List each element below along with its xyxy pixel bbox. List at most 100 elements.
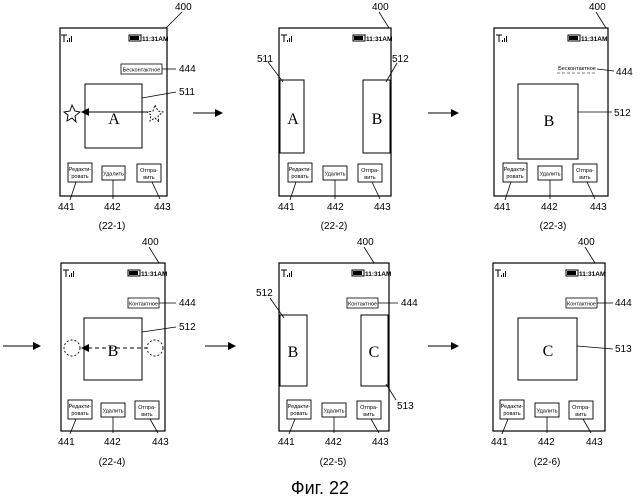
image-letter: C (543, 343, 554, 360)
ref-442: 442 (104, 437, 121, 448)
delete-button-label: Удалить (540, 172, 561, 178)
send-button[interactable]: Отпра- вить (357, 401, 381, 419)
edit-button-label-1: Редакти- (69, 404, 92, 410)
ref-441: 441 (58, 202, 75, 213)
edit-button[interactable]: Редакти- ровать (287, 400, 311, 419)
send-button-label-2: вить (575, 412, 587, 418)
send-button-label-2: вить (364, 175, 376, 181)
send-button[interactable]: Отпра- вить (573, 164, 597, 182)
ref-444: 444 (401, 298, 418, 309)
edit-button-label-2: ровать (506, 174, 523, 180)
contact-point-icon (147, 340, 163, 356)
image-letter: C (369, 344, 380, 361)
mode-indicator-label: Бесконтактное (123, 68, 161, 74)
status-time: 11:31AM (579, 271, 605, 278)
ref-441: 441 (58, 437, 75, 448)
send-button[interactable]: Отпра- вить (137, 164, 161, 182)
delete-button-label: Удалить (537, 409, 558, 415)
panel-22-4: 400 11:31AM Контактное 444 B 512 Редакти… (58, 237, 196, 468)
mode-indicator-label: Контактное (567, 302, 596, 308)
ref-511: 511 (257, 54, 273, 65)
edit-button[interactable]: Редакти- ровать (68, 163, 92, 182)
edit-button-label-1: Редакти- (69, 167, 92, 173)
send-button-label-1: Отпра- (360, 405, 378, 411)
ref-513: 513 (615, 344, 632, 355)
panel-caption: (22-3) (540, 221, 567, 232)
ref-444: 444 (179, 64, 196, 75)
mode-indicator-label: Бесконтактное (558, 66, 596, 72)
ref-443: 443 (152, 437, 169, 448)
send-button-label-1: Отпра- (572, 405, 590, 411)
mode-indicator-label: Контактное (348, 302, 377, 308)
delete-button[interactable]: Удалить (101, 403, 125, 417)
edit-button-label-2: ровать (71, 411, 88, 417)
ref-441: 441 (494, 202, 511, 213)
image-letter: B (544, 113, 555, 130)
panel-caption: (22-6) (534, 457, 561, 468)
panel-caption: (22-4) (99, 457, 126, 468)
edit-button[interactable]: Редакти- ровать (503, 163, 527, 182)
device-ref-label: 400 (175, 2, 192, 13)
figure-caption: Фиг. 22 (291, 478, 349, 498)
ref-442: 442 (538, 437, 555, 448)
ref-442: 442 (104, 202, 121, 213)
ref-441: 441 (491, 437, 508, 448)
delete-button[interactable]: Удалить (102, 166, 125, 180)
image-letter: B (372, 111, 383, 128)
image-letter: B (108, 343, 119, 360)
edit-button-label-1: Редакти- (501, 404, 524, 410)
status-time: 11:31AM (365, 271, 391, 278)
send-button-label-2: вить (579, 175, 591, 181)
send-button-label-1: Отпра- (140, 168, 158, 174)
ref-443: 443 (374, 202, 391, 213)
edit-button-label-1: Редакти- (289, 167, 312, 173)
send-button[interactable]: Отпра- вить (569, 401, 593, 419)
send-button-label-2: вить (143, 175, 155, 181)
image-letter: B (288, 344, 299, 361)
device-ref-label: 400 (357, 237, 374, 248)
delete-button-label: Удалить (324, 409, 345, 415)
ref-512: 512 (179, 322, 196, 333)
status-time: 11:31AM (366, 36, 392, 43)
panel-caption: (22-5) (320, 457, 347, 468)
status-time: 11:31AM (142, 36, 168, 43)
ref-441: 441 (278, 202, 295, 213)
ref-442: 442 (325, 437, 342, 448)
ref-443: 443 (154, 202, 171, 213)
device-ref-label: 400 (578, 237, 595, 248)
contact-point-icon (64, 340, 80, 356)
edit-button[interactable]: Редакти- ровать (500, 400, 524, 419)
edit-button-label-2: ровать (291, 174, 308, 180)
delete-button[interactable]: Удалить (323, 166, 347, 180)
edit-button[interactable]: Редакти- ровать (68, 400, 92, 419)
ref-513: 513 (397, 401, 414, 412)
ref-443: 443 (372, 437, 389, 448)
status-time: 11:31AM (141, 271, 167, 278)
send-button-label-2: вить (363, 412, 375, 418)
panel-22-6: 400 11:31AM Контактное 444 C 513 Редакти… (491, 237, 632, 468)
ref-441: 441 (278, 437, 295, 448)
delete-button[interactable]: Удалить (535, 403, 559, 417)
ref-443: 443 (590, 202, 607, 213)
delete-button-label: Удалить (325, 172, 346, 178)
panel-22-3: 400 11:31AM Бесконтактное 444 B 512 Реда… (494, 2, 633, 232)
edit-button-label-2: ровать (290, 411, 307, 417)
send-button[interactable]: Отпра- вить (135, 401, 159, 419)
delete-button-label: Удалить (103, 172, 124, 178)
edit-button-label-1: Редакти- (288, 404, 311, 410)
panel-22-5: 400 11:31AM Контактное 444 B C 512 513 Р… (256, 237, 418, 468)
delete-button[interactable]: Удалить (538, 166, 562, 180)
panel-caption: (22-2) (321, 221, 348, 232)
device-ref-label: 400 (142, 237, 159, 248)
send-button-label-1: Отпра- (138, 405, 156, 411)
send-button[interactable]: Отпра- вить (358, 164, 382, 182)
edit-button[interactable]: Редакти- ровать (288, 163, 312, 182)
panel-caption: (22-1) (99, 221, 126, 232)
device-ref-label: 400 (589, 2, 606, 13)
image-letter: A (108, 111, 120, 128)
ref-512: 512 (614, 108, 631, 119)
delete-button-label: Удалить (103, 409, 124, 415)
delete-button[interactable]: Удалить (322, 403, 346, 417)
ref-512: 512 (392, 54, 409, 65)
